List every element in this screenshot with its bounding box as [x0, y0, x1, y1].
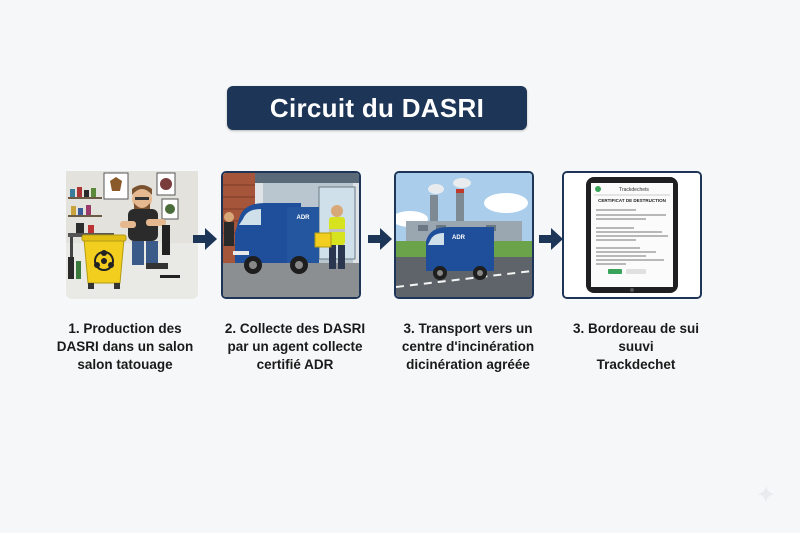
step-1-caption: 1. Production des DASRI dans un salon sa… — [56, 321, 194, 372]
check-icon — [595, 186, 601, 192]
step-1-illustration — [62, 171, 202, 299]
step-2-illustration: ADR — [221, 171, 361, 299]
diagram-title: Circuit du DASRI — [269, 92, 485, 123]
van-logo: ADR — [452, 235, 466, 241]
title-banner: Circuit du DASRI — [227, 86, 527, 130]
step-2-caption: 2. Collecte des DASRI par un agent colle… — [224, 321, 366, 372]
tablet-doc-title: CERTIFICAT DE DESTRUCTION — [598, 198, 666, 203]
arrow-right-icon — [368, 228, 392, 250]
step-4-caption: 3. Bordoreau de sui suuvi Trackdechet — [572, 321, 700, 372]
step-3-caption: 3. Transport vers un centre d'incinérati… — [401, 321, 535, 372]
sparkle-icon — [757, 485, 775, 503]
arrow-right-icon — [193, 228, 217, 250]
tablet-header: Trackdechets — [619, 187, 649, 193]
arrow-right-icon — [539, 228, 563, 250]
van-logo: ADR — [297, 215, 311, 221]
step-4-illustration: Trackdechets CERTIFICAT DE DESTRUCTION — [562, 171, 702, 299]
step-3-illustration: ADR — [394, 171, 534, 299]
biohazard-icon — [94, 250, 114, 271]
